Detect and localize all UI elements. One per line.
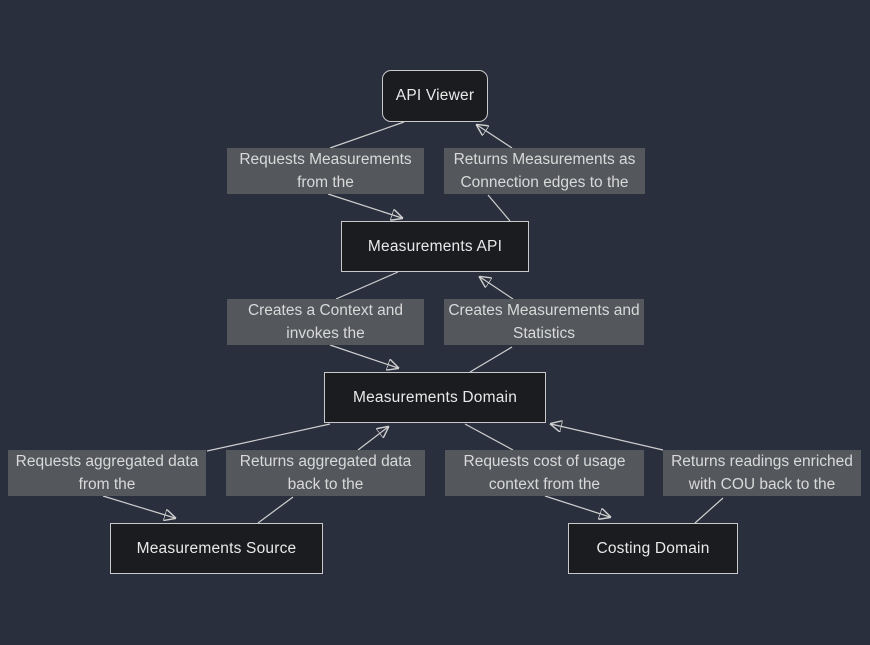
node-measurements-api-label: Measurements API	[367, 237, 503, 255]
node-api-viewer-label: API Viewer	[395, 87, 475, 104]
edge-label-returns-aggregated-to-measurements-domain	[357, 427, 388, 451]
node-api-viewer: API Viewer	[382, 70, 488, 122]
edge-label-line: from the	[297, 174, 354, 191]
edge-measurements-api-to-label-creates-context	[335, 271, 399, 300]
edge-label-line: with COU back to the	[688, 476, 836, 493]
edge-label-line: back to the	[287, 476, 364, 493]
node-measurements-domain: Measurements Domain	[324, 372, 546, 423]
edge-label-line: from the	[78, 476, 136, 493]
edge-measurements-domain-to-label-creates-measurements	[469, 346, 513, 373]
edge-label-requests-cou: Requests cost of usage context from the	[445, 450, 644, 496]
edge-label-line: Connection edges to the	[460, 174, 629, 191]
edge-label-requests-aggregated: Requests aggregated data from the	[8, 450, 206, 496]
node-measurements-api: Measurements API	[341, 221, 529, 272]
edge-label-line: Requests cost of usage	[463, 453, 626, 470]
node-measurements-source: Measurements Source	[110, 523, 323, 574]
edge-label-creates-context: Creates a Context and invokes the	[227, 299, 424, 345]
edge-label-requests-cou-to-costing-domain	[544, 495, 610, 517]
edge-label-requests-aggregated-to-measurements-source	[102, 495, 175, 518]
edge-label-line: Creates a Context and	[247, 302, 404, 319]
edge-label-creates-context-to-measurements-domain	[329, 344, 398, 368]
edge-measurements-source-to-label-returns-aggregated	[257, 496, 294, 524]
edge-label-requests-measurements: Requests Measurements from the	[227, 148, 424, 194]
edge-label-line: Returns readings enriched	[671, 453, 853, 470]
edge-label-creates-measurements-to-measurements-api	[480, 277, 514, 300]
edge-label-line: Requests aggregated data	[15, 453, 199, 470]
edge-measurements-domain-to-label-requests-aggregated	[206, 423, 331, 452]
edge-label-requests-measurements-to-measurements-api	[327, 193, 402, 218]
edge-costing-domain-to-label-returns-readings	[694, 497, 724, 524]
edge-label-line: Statistics	[512, 325, 575, 342]
edge-label-returns-measurements-to-api-viewer	[477, 125, 513, 149]
edge-measurements-domain-to-label-requests-cou	[464, 423, 514, 451]
edge-api-viewer-to-label-requests-measurements	[329, 121, 405, 149]
edge-label-line: Requests Measurements	[239, 151, 412, 168]
edge-label-returns-aggregated: Returns aggregated data back to the	[226, 450, 425, 496]
edge-label-returns-readings: Returns readings enriched with COU back …	[663, 450, 861, 496]
edge-label-line: Returns Measurements as	[453, 151, 636, 168]
node-measurements-domain-label: Measurements Domain	[352, 388, 518, 406]
edge-label-line: invokes the	[286, 325, 365, 342]
node-costing-domain-label: Costing Domain	[596, 539, 710, 557]
edge-label-returns-measurements: Returns Measurements as Connection edges…	[444, 148, 645, 194]
edge-label-line: context from the	[488, 476, 601, 493]
edge-label-line: Creates Measurements and	[448, 302, 640, 319]
edge-label-creates-measurements: Creates Measurements and Statistics	[444, 299, 644, 345]
edge-label-returns-readings-to-measurements-domain	[551, 424, 664, 451]
node-measurements-source-label: Measurements Source	[136, 539, 297, 557]
edge-measurements-api-to-label-returns-measurements	[487, 194, 511, 222]
node-costing-domain: Costing Domain	[568, 523, 738, 574]
edge-label-line: Returns aggregated data	[239, 453, 412, 470]
